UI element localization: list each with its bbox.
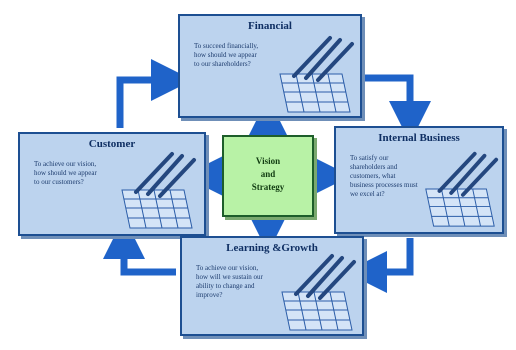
learning-growth-title: Learning &Growth <box>226 242 318 254</box>
spreadsheet-pencils-icon <box>279 36 354 113</box>
vision-line-1: Vision <box>255 156 281 166</box>
learning-growth-box: Learning &Growth To achieve our vision, … <box>180 236 364 336</box>
customer-box: Customer To achieve our vision, how shou… <box>18 132 206 236</box>
spreadsheet-pencils-icon <box>281 254 356 331</box>
internal-business-title: Internal Business <box>378 132 460 144</box>
internal-business-text: To satisfy our shareholders and customer… <box>350 154 418 198</box>
vision-line-3: Strategy <box>251 182 285 192</box>
financial-title: Financial <box>247 20 292 32</box>
customer-text: To achieve our vision, how should we app… <box>34 160 97 186</box>
arrow-customer-financial <box>116 59 193 128</box>
vision-line-2: and <box>260 169 276 179</box>
spreadsheet-pencils-icon <box>121 152 196 229</box>
internal-business-box: Internal Business To satisfy our shareho… <box>334 126 504 234</box>
vision-strategy-box: Vision and Strategy <box>222 135 314 217</box>
vision-strategy-label: Vision and Strategy <box>224 155 312 194</box>
learning-growth-text: To achieve our vision, how will we susta… <box>196 264 263 299</box>
arrow-internal-learning <box>345 238 414 293</box>
customer-title: Customer <box>88 138 136 150</box>
financial-text: To succeed financially, how should we ap… <box>194 42 259 68</box>
arrow-financial-internal <box>360 74 431 143</box>
spreadsheet-pencils-icon <box>425 151 499 227</box>
financial-box: Financial To succeed financially, how sh… <box>178 14 362 118</box>
arrow-learning-customer <box>103 217 176 276</box>
